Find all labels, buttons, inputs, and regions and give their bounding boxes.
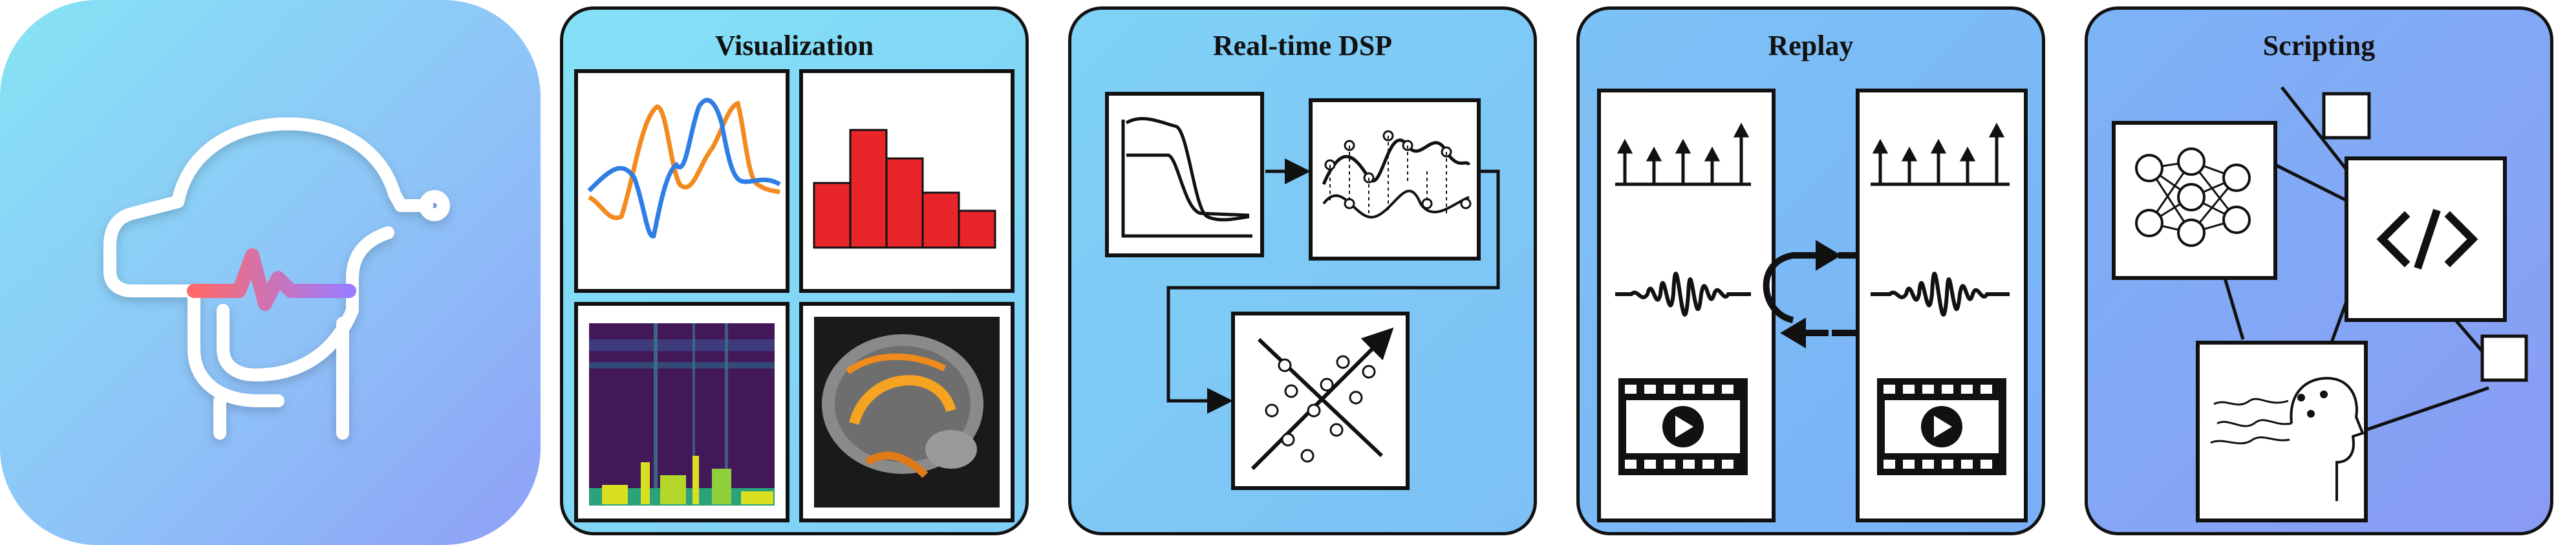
node-icon [2322,92,2371,140]
waveform-icon [1615,272,1751,317]
spectrogram-icon [574,302,789,522]
bci-head-icon [2196,341,2368,522]
brain-mri-icon [799,302,1014,522]
app-logo [0,0,541,545]
recording-strip-right [1856,89,2028,522]
head-waveform-icon [103,117,450,440]
line-plot-icon [574,69,789,293]
recording-strip-left [1597,89,1776,522]
panel-real-time-dsp: Real-time DSP [1068,6,1537,535]
panel-replay: Replay [1576,6,2045,535]
histogram-icon [799,69,1014,293]
node-icon [2480,334,2528,382]
panel-visualization: Visualization [560,6,1029,535]
panel-title: Replay [1768,30,1854,61]
panel-title: Scripting [2262,30,2376,61]
panel-title: Visualization [714,30,874,61]
video-icon [1618,378,1748,475]
panel-title: Real-time DSP [1212,30,1393,61]
panel-scripting: Scripting [2085,6,2553,535]
neural-network-icon [2112,121,2277,280]
code-icon [2345,156,2507,322]
filter-response-icon [1105,92,1264,257]
connection-lines [2215,86,2490,432]
regression-icon [1231,312,1410,490]
events-icon [1615,122,1751,186]
interpolation-icon [1309,98,1481,261]
